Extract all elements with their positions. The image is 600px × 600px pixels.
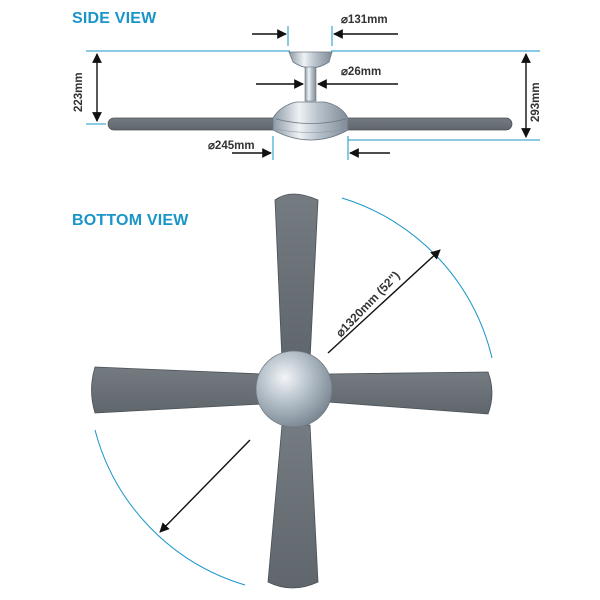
side-motor-housing — [272, 101, 349, 141]
motor-hub — [255, 350, 333, 428]
arrow-sweep-lower — [159, 439, 251, 533]
blade-top — [274, 193, 319, 361]
label-motor-diameter: ⌀245mm — [208, 140, 255, 152]
bottom-view-title: BOTTOM VIEW — [72, 212, 189, 229]
arrow-sweep-upper — [327, 249, 441, 354]
sweep-arc-upper — [341, 197, 493, 359]
blade-right — [327, 371, 493, 415]
side-view-drawing — [86, 26, 540, 160]
label-canopy-diameter: ⌀131mm — [341, 14, 388, 26]
side-blade-right — [341, 117, 513, 131]
sweep-arc-lower — [94, 429, 246, 586]
side-view-title: SIDE VIEW — [72, 10, 157, 27]
side-downrod — [304, 66, 317, 102]
label-rod-diameter: ⌀26mm — [341, 66, 382, 78]
blade-bottom — [267, 424, 319, 589]
label-height-short: 223mm — [73, 72, 85, 112]
label-height-tall: 293mm — [530, 82, 542, 122]
bottom-view-drawing — [91, 193, 493, 589]
side-canopy — [288, 51, 333, 69]
blade-left — [91, 366, 263, 414]
side-blade-left — [107, 117, 281, 131]
